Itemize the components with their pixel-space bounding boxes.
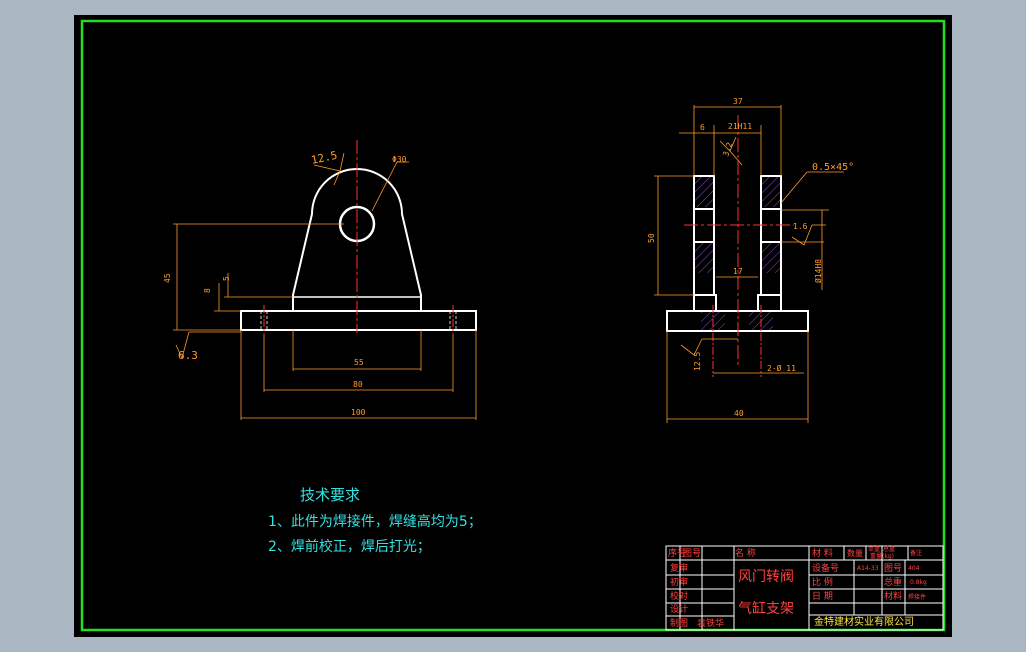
- tb-initial: 初审: [670, 576, 688, 588]
- tb-header-seq: 序号: [668, 547, 686, 559]
- tb-header-remark: 备注: [910, 549, 922, 557]
- tb-label-date: 日 期: [812, 591, 833, 602]
- dim-17: 17: [733, 267, 743, 276]
- cad-drawing: 45 5 8 55 80 100 Φ30 12.5 6.3: [80, 19, 946, 632]
- tech-req-item-2: 2、焊前校正，焊后打光；: [268, 538, 431, 555]
- tb-label-equipment: 设备号: [812, 562, 839, 574]
- front-view: 45 5 8 55 80 100 Φ30 12.5 6.3: [163, 140, 477, 420]
- tech-req-item-1: 1、此件为焊接件，焊缝高均为5；: [268, 513, 482, 530]
- tb-label-drawing-no: 图号: [884, 563, 902, 574]
- tb-label-material: 材料: [884, 590, 902, 602]
- tb-part-name-2: 气缸支架: [738, 600, 794, 617]
- tb-label-weight: 总重: [884, 576, 902, 588]
- dim-80: 80: [353, 380, 363, 389]
- dim-fit: 21H11: [728, 122, 752, 131]
- dim-5: 5: [222, 276, 231, 281]
- tb-proofread: 校对: [670, 590, 688, 602]
- tb-draft: 制图: [670, 617, 688, 629]
- dim-holes: 2-Ø 11: [767, 363, 796, 373]
- tb-drawing-no-value: 404: [908, 565, 920, 572]
- title-block: 序号 图号 名 称 材 料 数量 单重 总重 重量(kg) 备注 复审 初审 校…: [665, 545, 944, 631]
- drawing-sheet: 45 5 8 55 80 100 Φ30 12.5 6.3: [74, 15, 952, 637]
- dim-45: 45: [163, 273, 172, 283]
- technical-requirements: 技术要求 1、此件为焊接件，焊缝高均为5； 2、焊前校正，焊后打光；: [268, 486, 482, 555]
- roughness-top: 12.5: [310, 149, 339, 167]
- tb-design: 设计: [670, 603, 688, 615]
- tb-weight-value: 0.8kg: [910, 579, 927, 586]
- tb-header-code: 图号: [683, 548, 701, 559]
- tb-header-material: 材 料: [812, 547, 833, 559]
- left-weld: [693, 294, 717, 312]
- tb-review: 复审: [670, 562, 688, 574]
- right-weld: [757, 294, 782, 312]
- tb-label-scale: 比 例: [812, 576, 833, 588]
- tb-part-name-1: 风门转阀: [738, 569, 794, 585]
- roughness-bottom: 12.5: [693, 352, 702, 371]
- tb-header-qty: 数量: [847, 548, 863, 558]
- base-plate: [240, 310, 477, 331]
- tb-header-weight: 重量(kg): [870, 552, 894, 560]
- dim-100: 100: [351, 408, 366, 417]
- tb-equipment-value: A14-33: [857, 565, 879, 572]
- side-view: 37 6 21H11 3.2 0.5×45° 1.6 50 17 Ø14H8 1…: [647, 97, 854, 423]
- dim-pin-hole: Ø14H8: [813, 259, 823, 283]
- dim-chamfer: 0.5×45°: [812, 162, 854, 173]
- dim-37: 37: [733, 97, 743, 106]
- tb-header-total: 总重: [883, 545, 895, 553]
- tb-drafter: 袁铁华: [697, 617, 724, 629]
- dim-55: 55: [354, 358, 364, 367]
- border-frame: [80, 19, 946, 632]
- dim-hole: Φ30: [392, 155, 407, 164]
- tb-header-name: 名 称: [735, 547, 756, 559]
- roughness-inner: 3.2: [721, 141, 734, 158]
- dim-50: 50: [647, 233, 656, 243]
- tb-material-value: 焊接件: [908, 593, 926, 601]
- dim-40: 40: [734, 409, 744, 418]
- dim-6: 6: [700, 123, 705, 132]
- roughness-side: 1.6: [793, 222, 808, 231]
- roughness-base: 6.3: [178, 349, 198, 362]
- dim-8: 8: [203, 288, 212, 293]
- tb-header-single: 单重: [868, 545, 880, 553]
- tech-req-title: 技术要求: [300, 486, 360, 504]
- tb-company: 金特建材实业有限公司: [814, 615, 914, 628]
